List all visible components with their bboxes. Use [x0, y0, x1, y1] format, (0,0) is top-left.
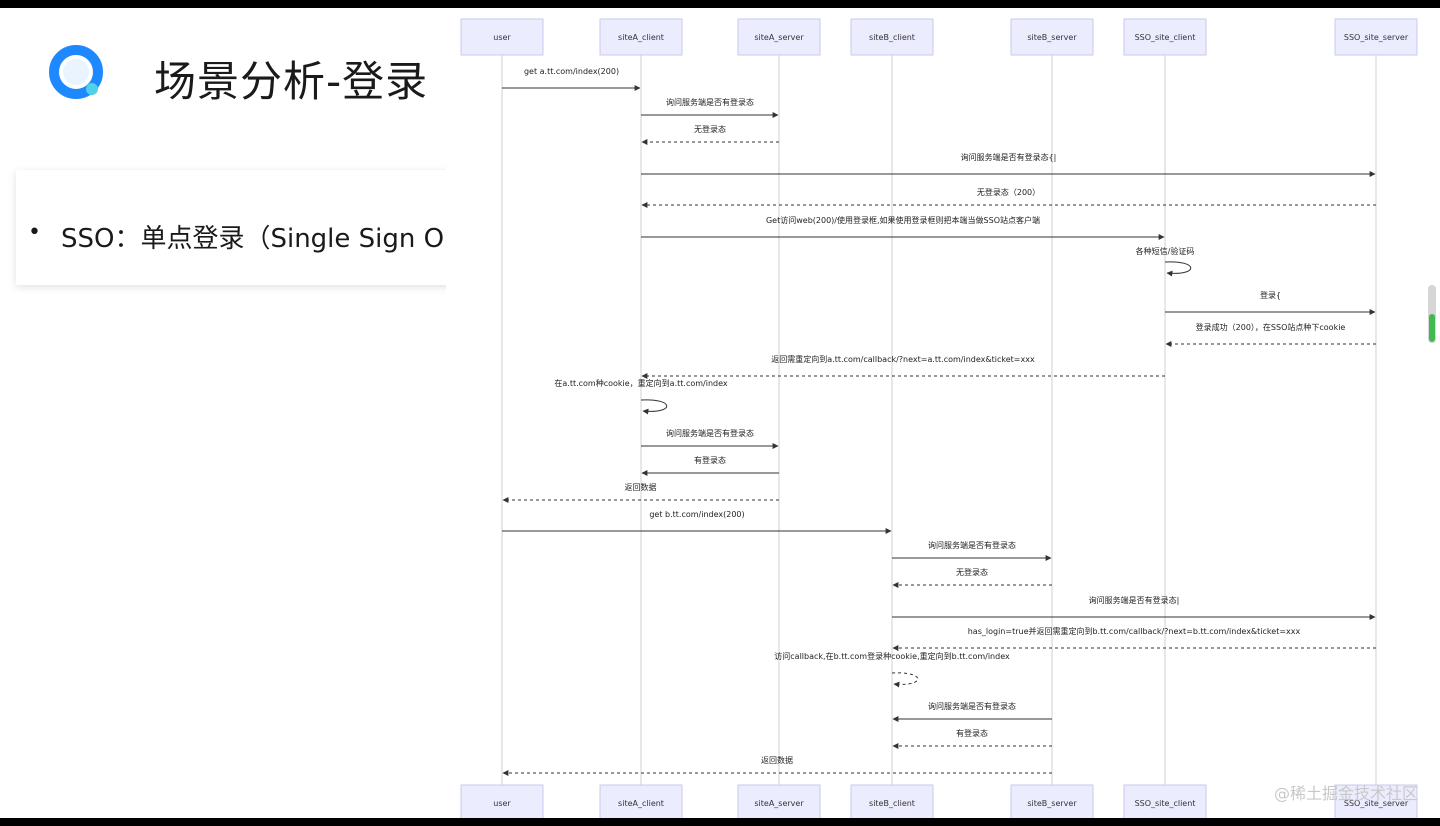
actor-box-top: [737, 18, 821, 56]
actor-box-bottom: [1123, 784, 1207, 818]
message-label: 返回数据: [625, 482, 657, 492]
message-label: 无登录态（200）: [977, 187, 1040, 197]
scrollbar-thumb[interactable]: [1429, 314, 1435, 342]
slide-title: 场景分析-登录: [154, 57, 429, 106]
actor-box-bottom: [850, 784, 934, 818]
message-label: get a.tt.com/index(200): [524, 67, 619, 76]
message-label: 无登录态: [694, 124, 726, 134]
watermark: @稀土掘金技术社区: [1273, 784, 1418, 803]
self-message-arrow: [1164, 261, 1192, 277]
actor-box-bottom: [599, 784, 683, 818]
self-message-arrow: [640, 399, 668, 415]
actor-label: siteA_server: [754, 33, 804, 42]
actor-box-bottom: [1334, 784, 1418, 818]
message-label: 登录成功（200），在SSO站点种下cookie: [1196, 322, 1346, 332]
actor-label: SSO_site_client: [1135, 33, 1196, 42]
actor-label: siteB_server: [1027, 799, 1077, 808]
bullet-marker: •: [28, 220, 41, 245]
message-label: 在a.tt.com种cookie，重定向到a.tt.com/index: [554, 378, 728, 388]
message-label: 各种短信/验证码: [1136, 246, 1195, 256]
message-label: 询问服务端是否有登录态: [928, 701, 1016, 711]
message-label: 有登录态: [956, 728, 988, 738]
actor-label: siteA_client: [618, 799, 664, 808]
actor-box-top: [460, 18, 544, 56]
message-label: has_login=true并返回需重定向到b.tt.com/callback/…: [968, 626, 1301, 636]
actor-label: SSO_site_server: [1344, 33, 1409, 42]
self-message-arrow: [891, 672, 919, 688]
message-label: 访问callback,在b.tt.com登录种cookie,重定向到b.tt.c…: [774, 651, 1010, 661]
actor-box-top: [1123, 18, 1207, 56]
actor-label: siteB_client: [869, 33, 915, 42]
message-label: 返回数据: [761, 755, 793, 765]
message-label: 询问服务端是否有登录态{|: [961, 152, 1057, 162]
actor-label: siteA_client: [618, 33, 664, 42]
bullet-card: [16, 170, 456, 285]
bullet-text: SSO：单点登录（Single Sign On: [61, 224, 461, 254]
actor-label: user: [493, 799, 511, 808]
message-label: 有登录态: [694, 455, 726, 465]
message-label: 询问服务端是否有登录态: [928, 540, 1016, 550]
message-label: 无登录态: [956, 567, 988, 577]
message-label: 询问服务端是否有登录态: [666, 97, 754, 107]
actor-label: SSO_site_client: [1135, 799, 1196, 808]
message-label: Get访问web(200)/使用登录框,如果使用登录框则把本端当做SSO站点客户…: [766, 215, 1040, 225]
message-label: 登录{: [1260, 290, 1281, 300]
message-label: 询问服务端是否有登录态|: [1089, 595, 1180, 605]
actor-label: SSO_site_server: [1344, 799, 1409, 808]
actor-box-top: [1010, 18, 1094, 56]
actor-label: siteB_client: [869, 799, 915, 808]
actor-label: siteA_server: [754, 799, 804, 808]
actor-label: siteB_server: [1027, 33, 1077, 42]
actor-box-bottom: [1010, 784, 1094, 818]
message-label: get b.tt.com/index(200): [649, 510, 744, 519]
message-label: 返回需重定向到a.tt.com/callback/?next=a.tt.com/…: [771, 354, 1035, 364]
actor-label: user: [493, 33, 511, 42]
actor-box-bottom: [737, 784, 821, 818]
actor-box-top: [1334, 18, 1418, 56]
sequence-diagram: user siteA_client siteA_server siteB_client…: [446, 8, 1436, 818]
actor-box-top: [850, 18, 934, 56]
app-logo-icon: [48, 44, 104, 100]
actor-box-bottom: [460, 784, 544, 818]
message-label: 询问服务端是否有登录态: [666, 428, 754, 438]
actor-box-top: [599, 18, 683, 56]
